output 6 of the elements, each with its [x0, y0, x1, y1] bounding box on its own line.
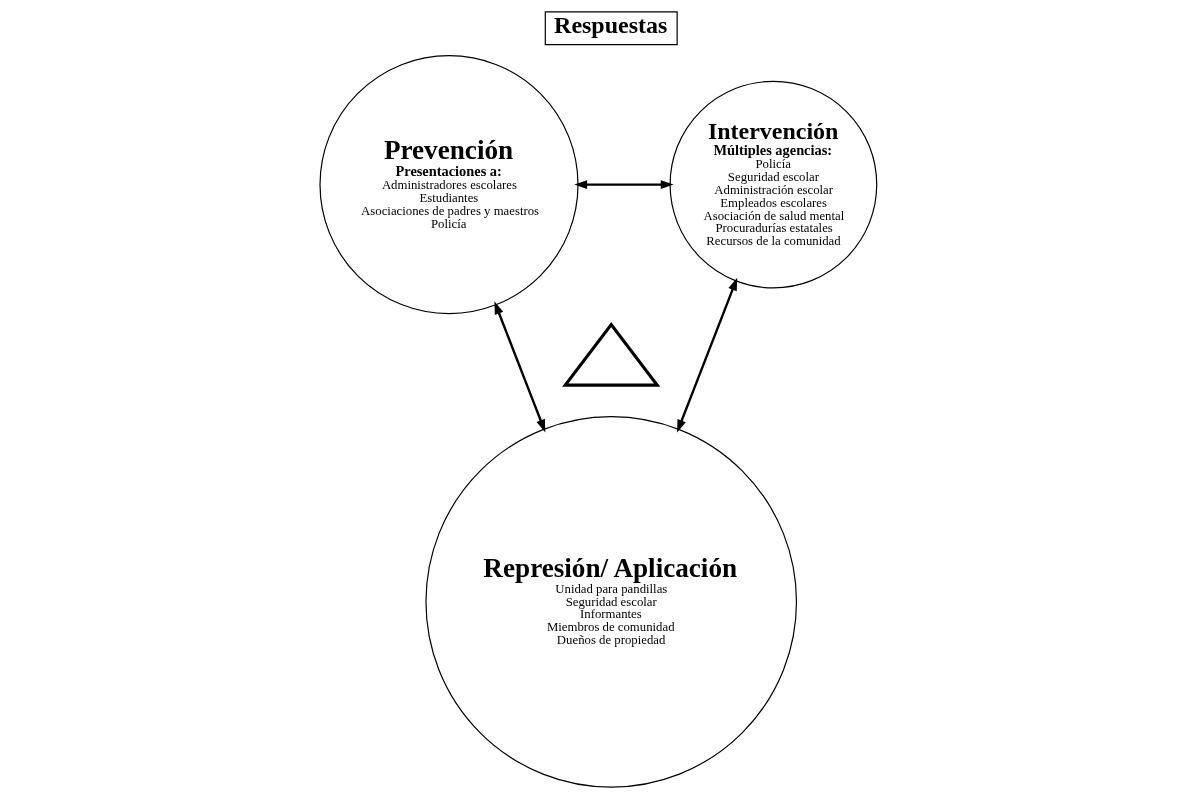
- arrow: [493, 301, 545, 433]
- arrow: [676, 277, 737, 433]
- arrow: [573, 180, 674, 190]
- node-circle: Intervención Múltiples agencias: Policía Seguridad escolar Administración escolar Empleados escolares Asociación de salud mental Procuradurías estatales Recursos de la comunidad: [669, 80, 877, 289]
- node-triangle: [561, 321, 660, 387]
- node-box: Respuestas: [544, 11, 678, 46]
